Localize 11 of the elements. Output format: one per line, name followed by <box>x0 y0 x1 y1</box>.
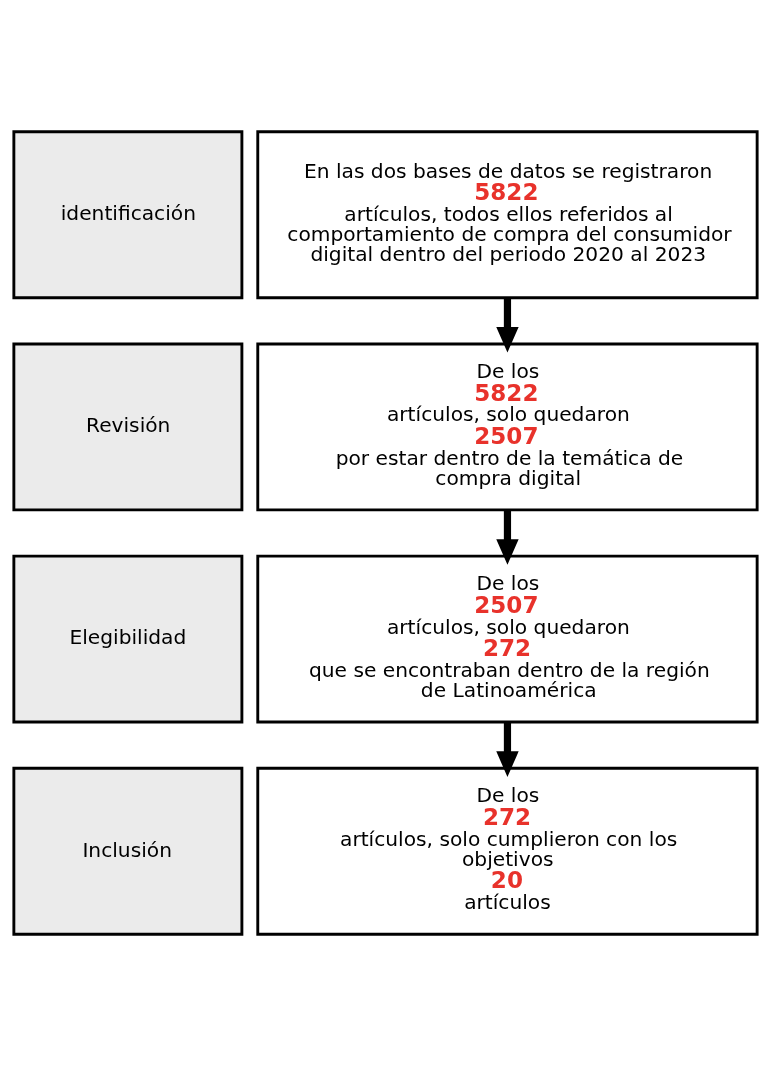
node-box: Inclusión <box>12 766 244 936</box>
node-box: Revisión <box>12 342 244 512</box>
node-box: En las dos bases de datos se registraron 5822 artículos, todos ellos referidos al comportamiento de compra del consumidor digital dentro del periodo 2020 al 2023 <box>256 130 759 300</box>
arrow <box>496 298 519 353</box>
node-box: identificación <box>12 130 244 300</box>
node-box: De los 272 artículos, solo cumplieron con los objetivos 20 artículos <box>256 766 759 936</box>
node-box: Elegibilidad <box>12 554 244 724</box>
node-box: De los 2507 artículos, solo quedaron 272 que se encontraban dentro de la región de Latinoamérica <box>256 554 759 724</box>
arrow <box>496 510 519 565</box>
arrow <box>496 722 519 777</box>
node-box: De los 5822 artículos, solo quedaron 2507 por estar dentro de la temática de compra digital <box>256 342 759 512</box>
